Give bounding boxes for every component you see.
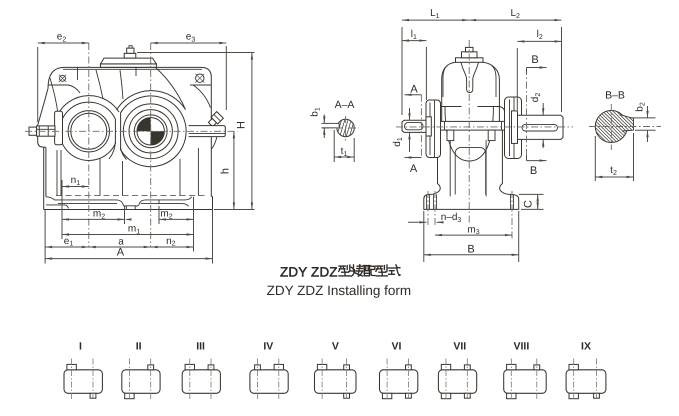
svg-text:B: B (531, 54, 538, 66)
svg-text:d1: d1 (392, 137, 404, 147)
svg-text:l2: l2 (537, 29, 543, 41)
svg-text:B: B (467, 243, 474, 255)
svg-text:B–B: B–B (605, 90, 625, 102)
svg-text:A: A (410, 163, 418, 175)
svg-text:n2: n2 (166, 236, 176, 248)
svg-text:A–A: A–A (335, 99, 355, 111)
svg-text:l1: l1 (411, 29, 417, 41)
svg-text:H: H (236, 121, 248, 129)
svg-text:m3: m3 (467, 224, 479, 236)
svg-text:A: A (117, 247, 125, 259)
svg-text:B: B (530, 165, 537, 177)
svg-text:IX: IX (581, 341, 591, 353)
svg-text:n1: n1 (71, 175, 81, 187)
svg-text:e1: e1 (64, 236, 74, 248)
svg-text:L1: L1 (430, 8, 440, 20)
svg-text:a: a (118, 236, 124, 247)
svg-text:IV: IV (263, 341, 273, 353)
svg-text:ZDY ZDZ: ZDY ZDZ (280, 264, 338, 279)
svg-text:II: II (136, 341, 142, 353)
svg-text:VII: VII (453, 341, 466, 353)
svg-text:ZDY ZDZ Installing form: ZDY ZDZ Installing form (267, 283, 412, 298)
svg-text:b2: b2 (635, 102, 647, 112)
svg-text:t2: t2 (610, 165, 617, 177)
svg-text:m2: m2 (160, 209, 172, 221)
svg-text:b1: b1 (310, 107, 322, 117)
svg-text:I: I (79, 341, 82, 353)
svg-text:n–d3: n–d3 (441, 212, 462, 224)
svg-text:e2: e2 (57, 32, 67, 44)
svg-text:VI: VI (392, 341, 402, 353)
svg-text:m1: m1 (128, 224, 140, 236)
svg-text:V: V (332, 341, 339, 353)
svg-text:C: C (523, 200, 535, 208)
svg-text:L2: L2 (510, 8, 520, 20)
svg-text:d2: d2 (530, 93, 542, 103)
svg-text:A: A (410, 84, 418, 96)
svg-text:t1: t1 (341, 146, 348, 158)
svg-text:h: h (220, 168, 232, 174)
svg-text:m2: m2 (93, 209, 105, 221)
svg-text:III: III (196, 341, 205, 353)
svg-text:VIII: VIII (514, 341, 530, 353)
svg-text:e3: e3 (186, 32, 196, 44)
